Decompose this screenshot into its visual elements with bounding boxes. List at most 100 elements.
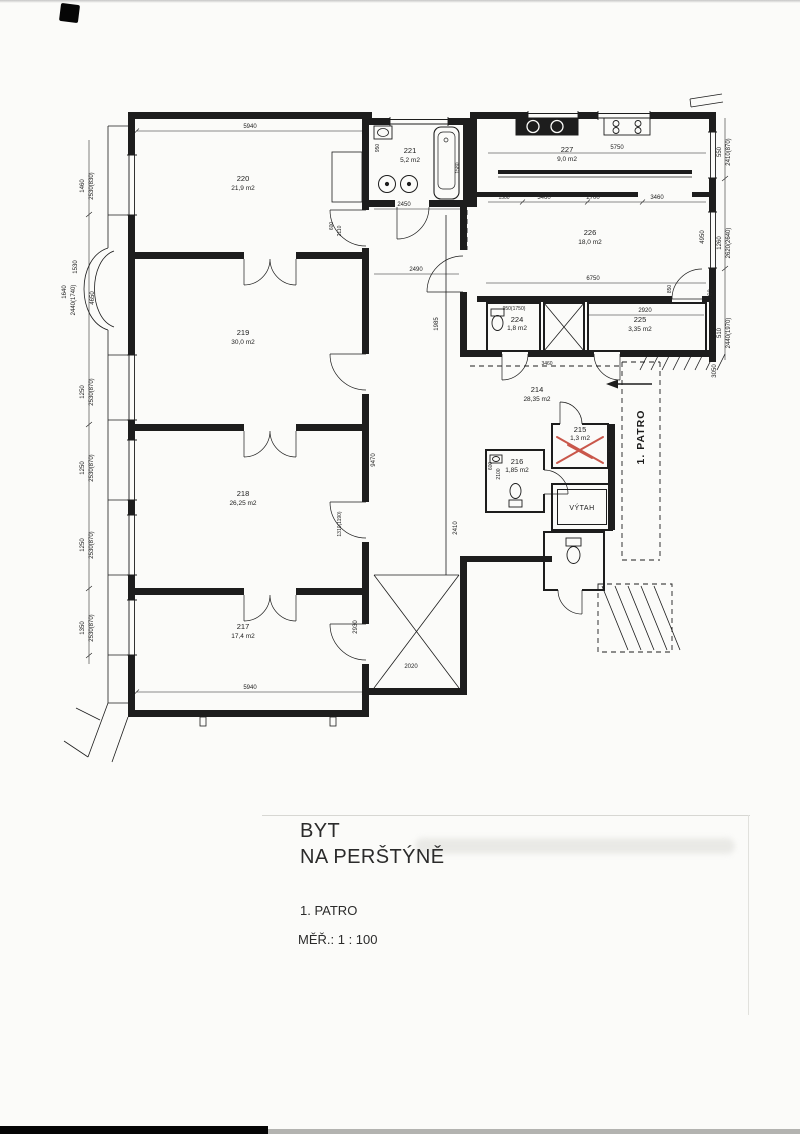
dimension-label: 600 [488, 462, 494, 471]
window-symbols [127, 111, 717, 656]
dimension-label: 5940 [243, 685, 257, 691]
room-area-227: 9,0 m2 [557, 156, 577, 163]
scan-artifact-paper-edge-right [748, 815, 749, 1015]
room-labels: 220 21,9 m2 219 30,0 m2 218 26,25 m2 217… [229, 145, 652, 640]
dimension-label: 1760 [708, 289, 714, 303]
entrance-arrow [606, 379, 652, 389]
detail-lines [63, 93, 726, 763]
dimension-label: 2410 [453, 521, 459, 535]
room-area-219: 30,0 m2 [231, 339, 255, 346]
dimension-label: 1530 [73, 260, 79, 274]
room-number-227: 227 [561, 145, 574, 154]
scan-artifact-bottom-bar [0, 1126, 268, 1134]
kitchen-sink-icon [515, 117, 579, 136]
dimension-label: 1640 [62, 285, 68, 299]
title-scale: MĚŘ.: 1 : 100 [298, 932, 378, 947]
dimension-label: 600 [329, 222, 335, 231]
room-area-221: 5,2 m2 [400, 157, 420, 164]
dimension-label: 9470 [371, 453, 377, 467]
room-area-217: 17,4 m2 [231, 633, 255, 640]
dimension-label: 6750 [586, 276, 600, 282]
dimension-label: 1250 [80, 538, 86, 552]
room-number-216: 216 [511, 457, 524, 466]
room-area-220: 21,9 m2 [231, 185, 255, 192]
dimension-labels: 5940 1460 2530(830) 1530 1640 2440(1740)… [62, 124, 732, 691]
dimension-label: 2530(870) [89, 531, 95, 558]
dimension-label: 1250 [80, 385, 86, 399]
room-number-218: 218 [237, 489, 250, 498]
dimension-label: 2490 [409, 267, 423, 273]
room-number-217: 217 [237, 622, 250, 631]
dimension-label: 550 [717, 146, 723, 157]
scan-artifact-bottom-gray [268, 1129, 800, 1134]
dimension-label: 3460 [541, 361, 552, 367]
room-number-214: 214 [531, 385, 544, 394]
title-line2: NA PERŠTÝNĚ [300, 846, 445, 868]
dimension-label: 2440(1970) [726, 318, 732, 349]
dimension-label: 950 [375, 144, 381, 153]
room-number-215: 215 [574, 425, 587, 434]
dimension-label: 2020 [404, 664, 418, 670]
dimension-label: 1250 [80, 461, 86, 475]
elevator-label: VÝTAH [569, 503, 594, 512]
room-area-216: 1,85 m2 [505, 467, 529, 474]
dimension-label: 1350 [80, 621, 86, 635]
dimension-label: 5940 [243, 124, 257, 130]
washbasin-icons [373, 125, 418, 193]
dimension-label: 5750 [610, 145, 624, 151]
room-area-215: 1,3 m2 [570, 435, 590, 442]
dimension-label: 2620(2640) [726, 228, 732, 259]
dimension-label: 4650 [90, 291, 96, 305]
room-number-224: 224 [511, 315, 524, 324]
dimension-label: 2530(870) [89, 454, 95, 481]
room-area-226: 18,0 m2 [578, 239, 602, 246]
scan-artifact-smudge [415, 838, 735, 854]
room-area-218: 26,25 m2 [229, 500, 256, 507]
floor-plan: 220 21,9 m2 219 30,0 m2 218 26,25 m2 217… [62, 93, 732, 763]
room-area-224: 1,8 m2 [507, 325, 527, 332]
title-line1: BYT [300, 820, 341, 842]
floor-label-vertical: 1. PATRO [635, 410, 647, 465]
dimension-label: 2920 [638, 308, 652, 314]
dimension-lines [85, 118, 729, 695]
room-number-219: 219 [237, 328, 250, 337]
dimension-label: 2440(1740) [71, 285, 77, 316]
dimension-label: 510 [717, 327, 723, 338]
small-room-openings [542, 422, 582, 592]
red-cross-annotation [556, 436, 604, 464]
toilet-icon-216 [489, 454, 523, 508]
dimension-label: 2110 [337, 225, 343, 236]
room-number-225: 225 [634, 315, 647, 324]
wall-openings [127, 111, 717, 664]
room-area-214: 28,35 m2 [523, 396, 550, 403]
dimension-label: 4950 [700, 230, 706, 244]
dimension-label: 2930 [353, 620, 359, 634]
dimension-label: 2100 [496, 468, 502, 479]
door-arcs [243, 206, 703, 661]
dashed-lines [466, 210, 673, 653]
room-number-220: 220 [237, 174, 250, 183]
elevator-shaft-inner [557, 489, 607, 525]
dimension-label: 1350 [608, 441, 614, 452]
room-area-225: 3,35 m2 [628, 326, 652, 333]
room-number-226: 226 [584, 228, 597, 237]
dimension-label: 3460 [650, 195, 664, 201]
toilet-icon-224 [490, 308, 505, 331]
dimension-label: 3050 [712, 364, 718, 378]
dimension-label: 1310(1190) [337, 511, 343, 537]
scan-artifact-top-edge [0, 0, 800, 3]
dimension-label: 2410(870) [726, 138, 732, 165]
dimension-label: 1580 [455, 162, 461, 173]
small-rooms [485, 302, 707, 591]
kitchen-counter [498, 170, 692, 174]
dimension-label: 3460 [537, 195, 551, 201]
bathtub-icon [433, 126, 460, 200]
dimension-label: 1260 [717, 236, 723, 250]
stove-icon [603, 117, 651, 136]
dimension-label: 2530(870) [89, 614, 95, 641]
dimension-label: 2700 [586, 195, 600, 201]
scan-artifact-paper-edge-top [262, 815, 750, 816]
dimension-label: 2450 [397, 202, 411, 208]
dimension-label: 1985 [434, 317, 440, 331]
